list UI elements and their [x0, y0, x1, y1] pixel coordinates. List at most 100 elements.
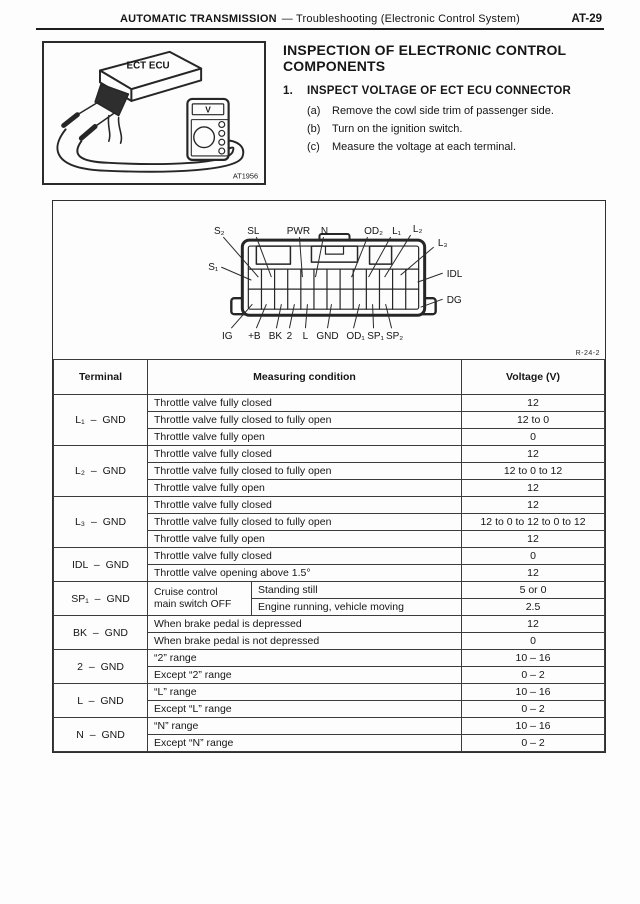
pin-label-pwr: PWR	[287, 226, 310, 237]
voltage-cell: 0	[461, 428, 606, 446]
diagram-code: R-24-2	[575, 350, 600, 357]
instruction-section: INSPECTION OF ELECTRONIC CONTROL COMPONE…	[283, 42, 605, 156]
substep-c: (c) Measure the voltage at each terminal…	[307, 138, 605, 156]
ecu-connector-bundle	[94, 83, 130, 144]
pin-label-ig: IG	[222, 331, 233, 342]
condition-cell: Throttle valve fully open	[146, 428, 463, 446]
step-heading-row: 1. INSPECT VOLTAGE OF ECT ECU CONNECTOR	[283, 85, 605, 97]
terminal-cell: IDL – GND	[53, 547, 148, 582]
voltage-cell: 12 to 0 to 12 to 0 to 12	[461, 513, 606, 531]
test-probe	[78, 111, 116, 141]
terminal-cell: BK – GND	[53, 615, 148, 650]
condition-cell: Throttle valve fully closed to fully ope…	[146, 462, 463, 480]
voltage-cell: 12 to 0	[461, 411, 606, 429]
substep-a: (a) Remove the cowl side trim of passeng…	[307, 102, 605, 120]
substep-list: (a) Remove the cowl side trim of passeng…	[307, 102, 605, 156]
table-row: Throttle valve fully closed to fully ope…	[54, 462, 606, 480]
voltage-cell: 12	[461, 496, 606, 514]
pin-label-sl: SL	[247, 226, 260, 237]
voltage-cell: 12	[461, 394, 606, 412]
col-header-terminal: Terminal	[53, 359, 148, 395]
condition-cell: When brake pedal is not depressed	[146, 632, 463, 650]
pin-label-od1: OD₁	[346, 331, 365, 342]
condition-cell: Throttle valve fully open	[146, 479, 463, 497]
substep-text: Remove the cowl side trim of passenger s…	[332, 105, 554, 117]
voltage-cell: 0	[461, 547, 606, 565]
test-probe	[61, 100, 101, 128]
terminal-cell: 2 – GND	[53, 649, 148, 684]
step-heading: INSPECT VOLTAGE OF ECT ECU CONNECTOR	[307, 85, 572, 97]
voltage-cell: 0	[461, 632, 606, 650]
pin-label-od2: OD₂	[364, 226, 383, 237]
voltage-cell: 0 – 2	[461, 734, 606, 752]
page-number: AT-29	[571, 13, 602, 25]
terminal-cell: L₁ – GND	[53, 394, 148, 446]
step-number: 1.	[283, 85, 293, 97]
ect-ecu-connector-drawing: S₂ SL PWR N OD₂ L₁ L₂ L₃ S₁ IDL DG IG +B…	[208, 224, 462, 342]
table-row: Throttle valve fully closed to fully ope…	[54, 513, 606, 531]
pin-label-l1: L₁	[392, 226, 402, 237]
table-header-row: Terminal Measuring condition Voltage (V)	[53, 359, 606, 395]
pin-label-gnd: GND	[316, 331, 338, 342]
terminal-cell: L₃ – GND	[53, 496, 148, 548]
substep-label: (b)	[307, 123, 321, 135]
col-header-voltage: Voltage (V)	[461, 359, 606, 395]
header-subtitle: — Troubleshooting (Electronic Control Sy…	[281, 13, 521, 25]
voltage-cell: 12 to 0 to 12	[461, 462, 606, 480]
leader-lines	[221, 234, 443, 329]
voltage-cell: 12	[461, 479, 606, 497]
condition-cell: Except “2” range	[146, 666, 463, 684]
voltage-cell: 2.5	[461, 598, 606, 616]
terminal-cell: N – GND	[53, 717, 148, 752]
header-section-title: AUTOMATIC TRANSMISSION	[119, 13, 277, 25]
voltmeter-v-label: V	[205, 105, 211, 115]
substep-text: Turn on the ignition switch.	[332, 123, 463, 135]
condition-cell: Throttle valve fully closed to fully ope…	[146, 513, 463, 531]
pin-label-2: 2	[287, 331, 293, 342]
inspection-panel: S₂ SL PWR N OD₂ L₁ L₂ L₃ S₁ IDL DG IG +B…	[52, 200, 606, 753]
table-row: Throttle valve opening above 1.5°12	[54, 564, 606, 582]
voltage-cell: 10 – 16	[461, 717, 606, 735]
section-title: INSPECTION OF ELECTRONIC CONTROL COMPONE…	[283, 42, 567, 74]
condition-cell: Standing still	[250, 581, 463, 599]
ecu-voltmeter-illustration: ECT ECU V AT1956	[56, 50, 258, 181]
voltage-cell: 5 or 0	[461, 581, 606, 599]
voltage-cell: 0 – 2	[461, 700, 606, 718]
substep-b: (b) Turn on the ignition switch.	[307, 120, 605, 138]
condition-cell: Throttle valve opening above 1.5°	[146, 564, 463, 582]
condition-cell: “L” range	[146, 683, 463, 701]
connector-diagram: S₂ SL PWR N OD₂ L₁ L₂ L₃ S₁ IDL DG IG +B…	[53, 201, 605, 359]
voltage-cell: 12	[461, 530, 606, 548]
pin-label-sp2: SP₂	[386, 331, 403, 342]
pin-label-plusb: +B	[248, 331, 261, 342]
pin-label-dg: DG	[447, 295, 462, 306]
pin-label-l3: L₃	[438, 238, 448, 249]
condition-cell: Throttle valve fully closed to fully ope…	[146, 411, 463, 429]
terminal-cell: L – GND	[53, 683, 148, 718]
condition-cell: “N” range	[146, 717, 463, 735]
terminal-cell: SP₁ – GND	[53, 581, 148, 616]
condition-cell: Throttle valve fully closed	[146, 445, 463, 463]
condition-cell: Engine running, vehicle moving	[250, 598, 463, 616]
substep-text: Measure the voltage at each terminal.	[332, 141, 517, 153]
page-header: AUTOMATIC TRANSMISSION — Troubleshooting …	[0, 13, 640, 25]
substep-label: (c)	[307, 141, 320, 153]
substep-label: (a)	[307, 105, 321, 117]
ecu-device-label: ECT ECU	[127, 61, 170, 72]
pin-label-l2: L₂	[413, 224, 423, 235]
condition-cell: Throttle valve fully closed	[146, 496, 463, 514]
